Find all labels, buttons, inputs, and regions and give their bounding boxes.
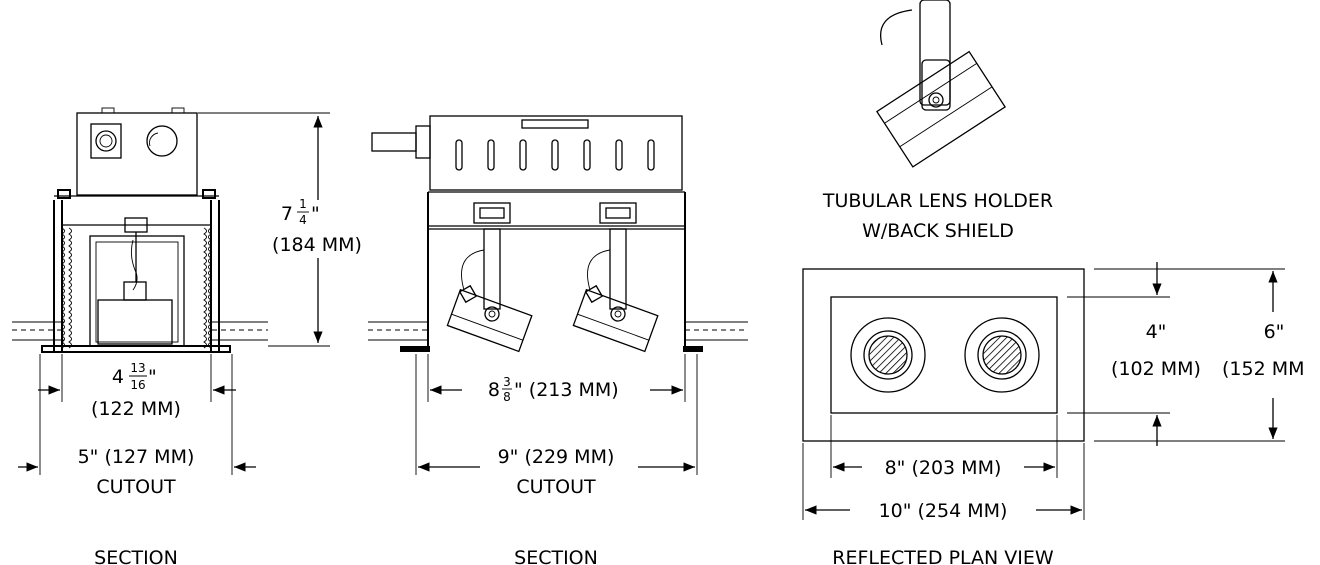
plan-inner-height: 4" — [1146, 321, 1167, 343]
plan-outer-height: 6" — [1264, 321, 1285, 343]
left-inner-whole: 4 — [112, 366, 124, 388]
left-height-num: 1 — [299, 197, 307, 211]
left-height-quote: " — [311, 203, 320, 225]
middle-cutout-label: CUTOUT — [516, 476, 596, 498]
plan-outer-height-mm: (152 MM — [1222, 358, 1305, 380]
conduit — [371, 132, 417, 152]
middle-inner-rest: " (213 MM) — [514, 379, 619, 401]
reflected-plan-view: 4" (102 MM) 6" (152 MM 8" (203 MM) 10" (… — [802, 262, 1305, 565]
middle-inner-den: 8 — [503, 390, 511, 404]
plan-outer-width: 10" (254 MM) — [879, 500, 1008, 522]
left-inner-num: 13 — [130, 361, 145, 375]
lens-holder-left — [446, 288, 533, 353]
left-cutout-label: CUTOUT — [96, 476, 176, 498]
left-inner-quote: " — [148, 366, 157, 388]
middle-cutout-dim: 9" (229 MM) — [498, 446, 615, 468]
left-height-whole: 7 — [281, 203, 293, 225]
left-section-view: 7 1 4 " (184 MM) 4 13 16 " (122 MM) 5" (… — [12, 107, 362, 565]
left-corrugation — [61, 227, 65, 349]
plan-inner-opening — [830, 296, 1058, 414]
holder-title-line2: W/BACK SHIELD — [862, 220, 1014, 242]
lamp — [97, 299, 173, 345]
left-inner-mm: (122 MM) — [91, 398, 181, 420]
middle-section-view: 8 3 8 " (213 MM) 9" (229 MM) CUTOUT SECT… — [368, 115, 748, 565]
left-ceiling — [12, 321, 268, 341]
tubular-lens-holder-detail: TUBULAR LENS HOLDER W/BACK SHIELD — [822, 0, 1053, 242]
plan-outer-trim — [802, 268, 1085, 442]
middle-inner-num: 3 — [503, 375, 511, 389]
knockout-round-icon — [146, 125, 178, 157]
holder-title-line1: TUBULAR LENS HOLDER — [822, 190, 1053, 212]
left-height-den: 4 — [299, 213, 307, 227]
middle-caption: SECTION — [514, 547, 598, 565]
lamp-socket — [123, 281, 147, 301]
aperture-right — [964, 317, 1040, 393]
left-height-mm: (184 MM) — [272, 234, 362, 256]
vent-slots — [455, 139, 655, 171]
plan-caption: REFLECTED PLAN VIEW — [832, 547, 1054, 565]
middle-inner-whole: 8 — [488, 379, 500, 401]
knockout-icon — [90, 123, 122, 159]
middle-junction-box — [429, 115, 683, 191]
lens-holder-right — [572, 288, 659, 353]
left-junction-box — [76, 112, 198, 196]
aperture-left — [850, 317, 926, 393]
left-inner-den: 16 — [130, 378, 145, 392]
left-cutout-dim: 5" (127 MM) — [78, 446, 195, 468]
plan-inner-height-mm: (102 MM) — [1111, 358, 1201, 380]
plan-inner-width: 8" (203 MM) — [885, 457, 1002, 479]
left-caption: SECTION — [94, 547, 178, 565]
